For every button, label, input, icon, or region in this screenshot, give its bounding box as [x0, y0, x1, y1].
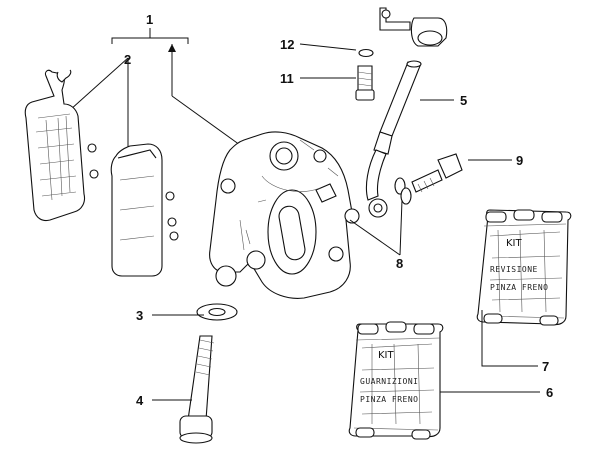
dust-cap: [379, 7, 448, 47]
banjo-bolt: [394, 153, 463, 205]
brake-pad-left: [24, 69, 99, 222]
kit-bag-revisione: KIT REVISIONE PINZA FRENO: [476, 209, 572, 326]
kit-front-line2: GUARNIZIONI: [360, 377, 418, 386]
slide-pin: [179, 303, 238, 444]
callout-1-bracket: [111, 28, 241, 146]
kit-back-line2: REVISIONE: [490, 265, 538, 274]
kit-front-line1: KIT: [378, 350, 395, 361]
brake-hose: [365, 60, 422, 218]
kit-back-line1: KIT: [506, 238, 523, 249]
callout-11: 11: [280, 71, 294, 86]
kit-bag-guarnizioni: KIT GUARNIZIONI PINZA FRENO: [348, 321, 444, 440]
callout-8: 8: [396, 256, 403, 271]
kit-back-line3: PINZA FRENO: [490, 283, 548, 292]
brake-caliper: [209, 131, 360, 299]
callout-5: 5: [460, 93, 467, 108]
callout-6: 6: [546, 385, 553, 400]
kit-front-line3: PINZA FRENO: [360, 395, 418, 404]
brake-pad-right: [110, 143, 179, 277]
callout-9: 9: [516, 153, 523, 168]
callout-2-leaders: [69, 57, 129, 150]
callout-3: 3: [136, 308, 143, 323]
callout-2: 2: [124, 52, 131, 67]
callout-12: 12: [280, 37, 294, 52]
callout-7: 7: [542, 359, 549, 374]
callout-4: 4: [136, 393, 144, 408]
callout-1: 1: [146, 12, 153, 27]
bleeder-screw: [355, 48, 375, 101]
callout-leaders: [152, 43, 540, 401]
